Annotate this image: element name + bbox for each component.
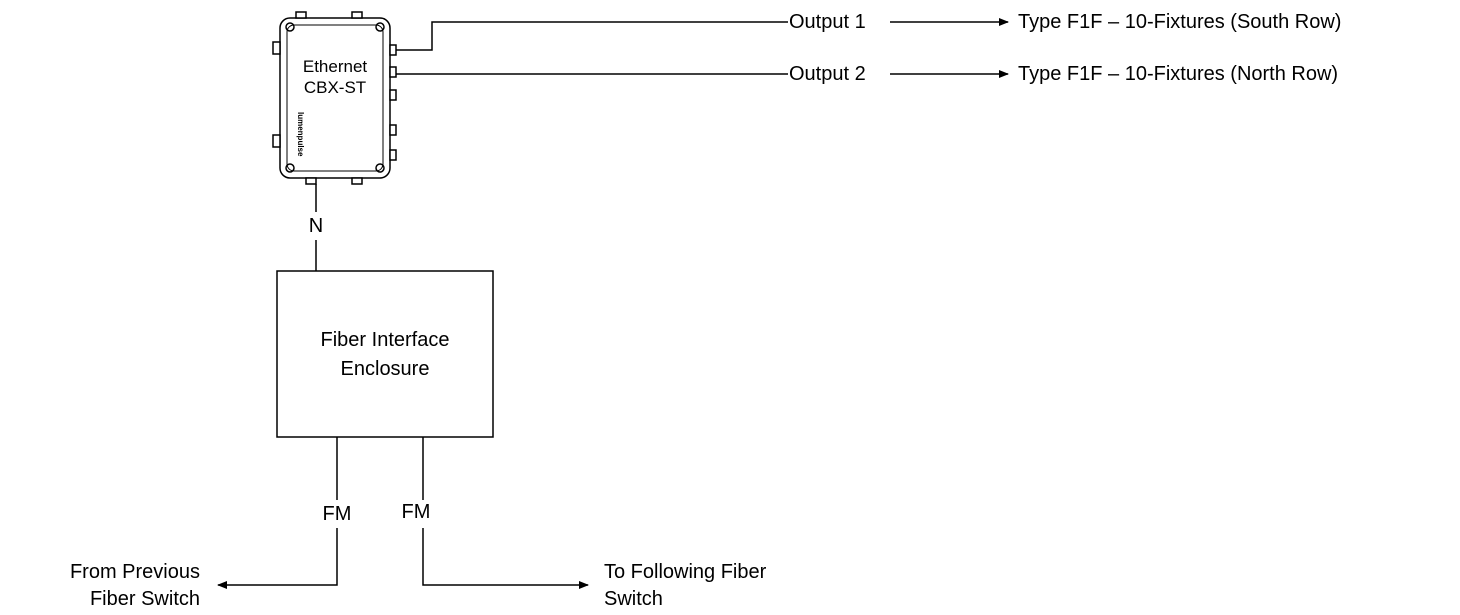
fiber-enclosure-label-line1: Fiber Interface	[320, 329, 450, 351]
to-following-label-line2: Switch	[604, 588, 663, 610]
fm-left-link-bottom	[217, 528, 338, 589]
from-previous-label-line1: From Previous	[69, 561, 200, 583]
output-1-target: Type F1F – 10-Fixtures (South Row)	[1018, 11, 1342, 33]
fiber-interface-enclosure-box	[276, 270, 494, 438]
output-1-wire	[396, 21, 788, 51]
controller-brand-logo: lumenpulse	[296, 112, 305, 157]
from-previous-label-line2: Fiber Switch	[89, 588, 200, 610]
output-2-label: Output 2	[789, 63, 866, 85]
controller-label-line2: CBX-ST	[303, 78, 367, 97]
output-1-label: Output 1	[789, 11, 866, 33]
fm-left-label: FM	[322, 503, 352, 525]
link-n-label: N	[308, 215, 324, 237]
fm-right-link-bottom	[422, 528, 589, 589]
to-following-label-line1: To Following Fiber	[604, 561, 767, 583]
ethernet-controller-box	[272, 11, 397, 185]
controller-label-line1: Ethernet	[302, 57, 368, 76]
fiber-enclosure-label-line2: Enclosure	[340, 358, 430, 380]
fm-right-label: FM	[401, 501, 431, 523]
output-2-target: Type F1F – 10-Fixtures (North Row)	[1018, 63, 1339, 85]
